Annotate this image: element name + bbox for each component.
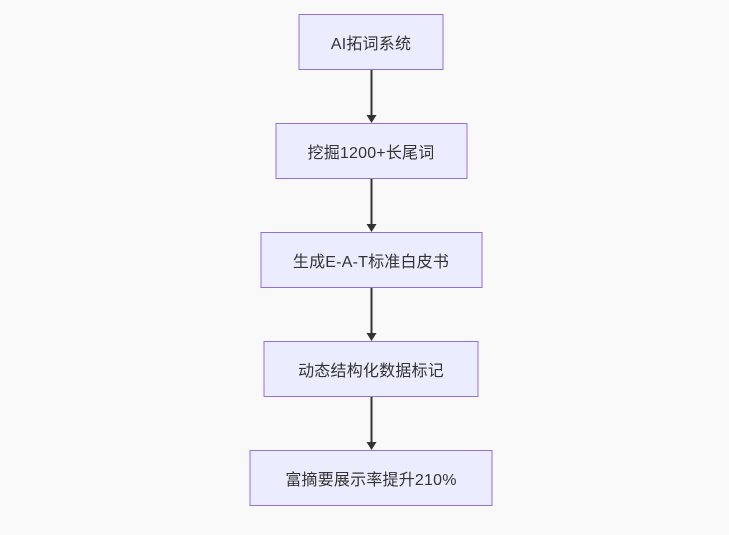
flow-node-label: AI拓词系统	[330, 36, 412, 53]
arrow-head	[366, 115, 376, 123]
arrow-line	[370, 179, 372, 224]
arrow-line	[370, 70, 372, 115]
arrow-down-icon	[366, 70, 376, 123]
arrow-head	[366, 224, 376, 232]
flow-node-eat-whitepaper: 生成E-A-T标准白皮书	[260, 232, 482, 288]
arrow-head	[366, 333, 376, 341]
flowchart: AI拓词系统 挖掘1200+长尾词 生成E-A-T标准白皮书 动态结构化数据标记	[249, 14, 493, 506]
flow-node-structured-data: 动态结构化数据标记	[263, 341, 479, 397]
arrow-down-icon	[366, 397, 376, 450]
flow-node-label: 动态结构化数据标记	[298, 363, 444, 380]
flow-node-ai-system: AI拓词系统	[298, 14, 444, 70]
flow-node-label: 富摘要展示率提升210%	[285, 472, 457, 489]
flow-node-longtail-mining: 挖掘1200+长尾词	[275, 123, 467, 179]
flow-node-label: 生成E-A-T标准白皮书	[292, 254, 450, 271]
arrow-down-icon	[366, 288, 376, 341]
arrow-line	[370, 397, 372, 442]
arrow-head	[366, 442, 376, 450]
arrow-down-icon	[366, 179, 376, 232]
flow-node-rich-snippet-result: 富摘要展示率提升210%	[249, 450, 493, 506]
flow-node-label: 挖掘1200+长尾词	[307, 145, 435, 162]
arrow-line	[370, 288, 372, 333]
